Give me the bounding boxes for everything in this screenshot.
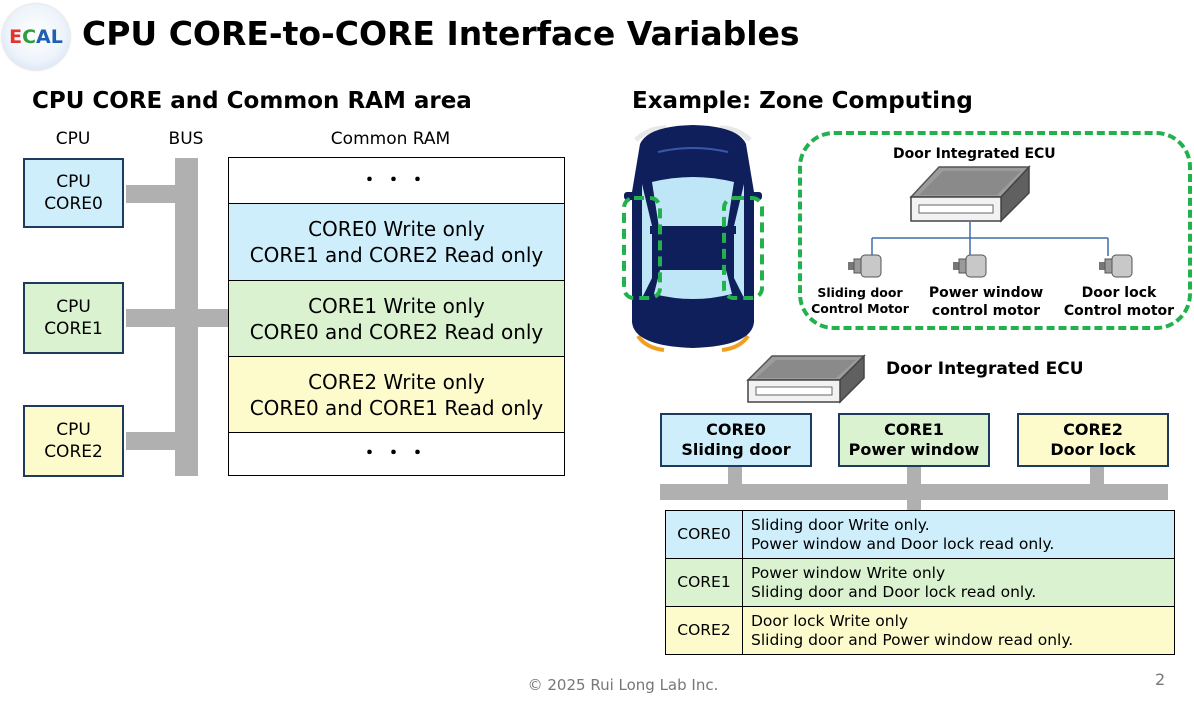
core-table-row-core1: CORE1 Power window Write only Sliding do… <box>665 558 1175 607</box>
bus-link-core1-ram <box>126 309 228 327</box>
cpu-core1-line2: CORE1 <box>44 319 103 339</box>
cpu-core1-line1: CPU <box>56 297 91 317</box>
door-ecu-label: Door Integrated ECU <box>886 359 1084 379</box>
logo-text: ECAL <box>9 26 63 48</box>
common-ram-table: ・・・ CORE0 Write only CORE1 and CORE2 Rea… <box>228 157 565 476</box>
zone-ecu-label: Door Integrated ECU <box>893 146 1056 162</box>
copyright-footer: © 2025 Rui Long Lab Inc. <box>527 676 719 694</box>
zone-ecu-device-icon <box>909 165 1031 223</box>
bus-horizontal <box>660 484 1168 500</box>
ram-row-core1: CORE1 Write only CORE0 and CORE2 Read on… <box>229 281 564 357</box>
cpu-core0-line1: CPU <box>56 172 91 192</box>
cpu-column-label: CPU <box>55 129 91 149</box>
door-lock-motor-icon <box>1099 254 1133 278</box>
cpu-core2-line1: CPU <box>56 420 91 440</box>
ram-row-core2-line2: CORE0 and CORE1 Read only <box>249 395 544 420</box>
ram-row-dots-top: ・・・ <box>229 158 564 204</box>
ram-row-core2: CORE2 Write only CORE0 and CORE1 Read on… <box>229 357 564 433</box>
page-number: 2 <box>1155 670 1166 689</box>
power-window-motor-icon <box>953 254 987 278</box>
core-table-row-core2: CORE2 Door lock Write only Sliding door … <box>665 606 1175 655</box>
core-access-table: CORE0 Sliding door Write only. Power win… <box>665 510 1175 655</box>
core0-sliding-door-box: CORE0 Sliding door <box>660 413 812 467</box>
door-ecu-device-icon <box>746 354 866 404</box>
core-table-row-core0: CORE0 Sliding door Write only. Power win… <box>665 510 1175 559</box>
bus-link-core2 <box>126 432 176 450</box>
sliding-door-motor-label: Sliding door Control Motor <box>811 285 909 316</box>
cpu-core2-box: CPU CORE2 <box>23 405 124 477</box>
door-lock-motor-label: Door lock Control motor <box>1063 285 1175 319</box>
power-window-motor-label: Power window control motor <box>928 285 1044 319</box>
car-top-view-icon <box>622 125 764 352</box>
bus-link-core0 <box>126 185 176 203</box>
cpu-core2-line2: CORE2 <box>44 442 103 462</box>
ram-row-dots-bottom: ・・・ <box>360 442 433 464</box>
left-section-title: CPU CORE and Common RAM area <box>32 88 472 114</box>
core1-power-window-box: CORE1 Power window <box>838 413 990 467</box>
bus-drop-core1 <box>907 467 921 484</box>
cpu-core1-box: CPU CORE1 <box>23 282 124 354</box>
ram-column-label: Common RAM <box>330 129 451 149</box>
ram-row-core0-line2: CORE1 and CORE2 Read only <box>249 243 544 267</box>
ram-row-core1-line2: CORE0 and CORE2 Read only <box>249 319 544 344</box>
sliding-door-motor-icon <box>848 254 882 278</box>
cpu-core0-box: CPU CORE0 <box>23 158 124 228</box>
cpu-core0-line2: CORE0 <box>44 194 103 214</box>
ram-row-core1-line1: CORE1 Write only <box>308 293 485 318</box>
bus-drop-core2 <box>1090 467 1104 484</box>
ram-row-core2-line1: CORE2 Write only <box>308 369 485 394</box>
ram-row-core0-line1: CORE0 Write only <box>308 217 485 241</box>
bus-drop-table <box>907 500 921 510</box>
slide-title: CPU CORE-to-CORE Interface Variables <box>82 14 800 53</box>
bus-column-label: BUS <box>168 129 204 149</box>
zone-ecu-group <box>798 131 1192 330</box>
bus-drop-core0 <box>728 467 742 484</box>
ecal-logo: ECAL <box>2 4 70 70</box>
ram-row-core0: CORE0 Write only CORE1 and CORE2 Read on… <box>229 204 564 281</box>
core2-door-lock-box: CORE2 Door lock <box>1017 413 1169 467</box>
zone-wiring <box>871 222 1109 256</box>
right-section-title: Example: Zone Computing <box>632 88 973 114</box>
